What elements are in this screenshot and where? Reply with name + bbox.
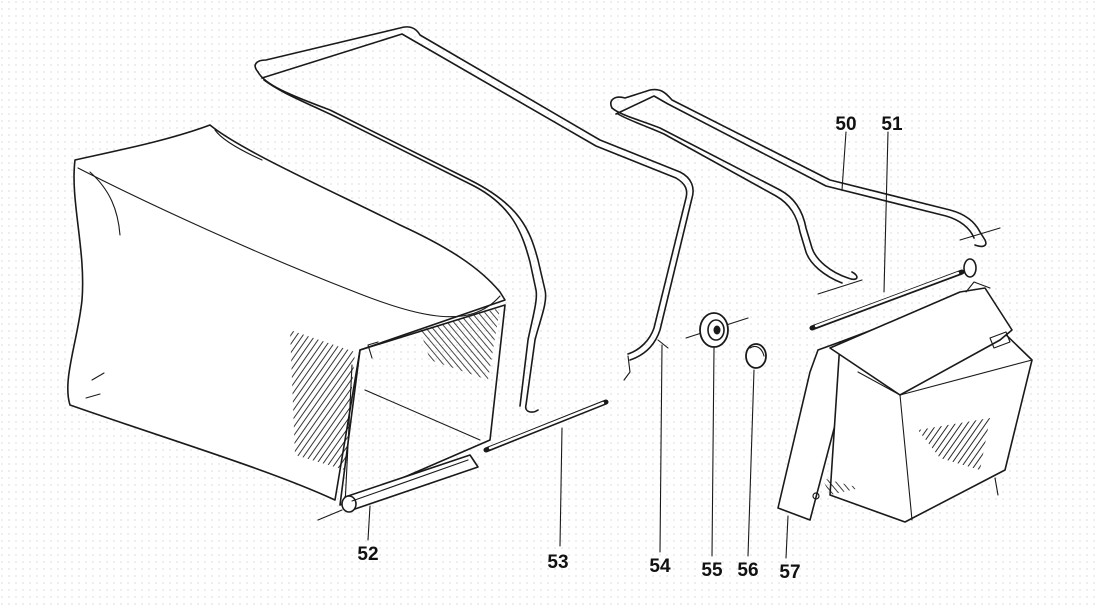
part-labels: 50 51 52 53 54 55 56 57	[357, 114, 903, 583]
leader-lines	[367, 131, 889, 559]
label-54: 54	[649, 556, 671, 577]
label-52: 52	[357, 544, 378, 565]
catcher-bag	[67, 124, 506, 521]
label-55: 55	[701, 560, 723, 581]
leader-55	[711, 347, 715, 557]
handle-wire-50	[610, 88, 1001, 295]
leader-51	[883, 131, 889, 293]
leader-53	[559, 427, 563, 547]
axle-rod-51	[809, 258, 977, 331]
label-57: 57	[779, 562, 800, 583]
cap-56	[745, 343, 767, 369]
pin-rod-53	[483, 399, 609, 453]
leader-57	[785, 515, 789, 559]
leader-56	[747, 369, 755, 557]
chute-flap-57	[777, 281, 1033, 523]
label-56: 56	[737, 560, 758, 581]
label-50: 50	[835, 114, 856, 135]
bag-frame-54	[254, 26, 694, 413]
label-53: 53	[547, 552, 568, 573]
leader-52	[367, 505, 371, 541]
leader-50	[841, 131, 847, 191]
hinge-tube-52	[341, 454, 479, 513]
label-51: 51	[881, 114, 903, 135]
bushing-55	[685, 312, 749, 348]
leader-54	[659, 344, 663, 553]
